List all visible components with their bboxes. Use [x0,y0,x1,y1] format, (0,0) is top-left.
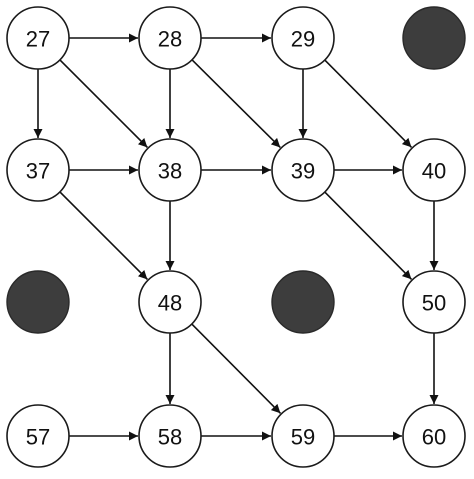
edge-37-to-48 [59,191,148,280]
node-label: 40 [422,159,446,184]
node-57: 57 [6,404,70,468]
node-50: 50 [402,270,466,334]
node-circle [6,6,70,70]
node-circle [138,404,202,468]
node-38: 38 [138,138,202,202]
node-29: 29 [271,6,335,70]
node-48: 48 [138,270,202,334]
edge-28-to-39 [191,59,281,149]
node-label: 28 [158,27,182,52]
edge-48-to-59 [191,323,282,414]
node-label: 38 [158,159,182,184]
node-circle [6,404,70,468]
node-label: 39 [291,159,315,184]
node-58: 58 [138,404,202,468]
edges-layer [33,33,439,441]
node-circle [402,404,466,468]
edge-29-to-40 [324,59,413,148]
blocked-cell [271,270,335,334]
node-label: 59 [291,425,315,450]
node-circle [138,270,202,334]
node-circle [402,270,466,334]
node-label: 50 [422,291,446,316]
blocked-cell [6,270,70,334]
blocked-cells-layer [6,6,466,334]
node-circle [271,138,335,202]
edge-39-to-50 [324,191,413,280]
node-40: 40 [402,138,466,202]
node-label: 29 [291,27,315,52]
node-label: 57 [26,425,50,450]
blocked-cell [402,6,466,70]
node-circle [271,6,335,70]
node-label: 58 [158,425,182,450]
node-circle [402,138,466,202]
node-27: 27 [6,6,70,70]
node-circle [138,138,202,202]
node-label: 60 [422,425,446,450]
node-label: 48 [158,291,182,316]
node-label: 27 [26,27,50,52]
node-circle [138,6,202,70]
node-59: 59 [271,404,335,468]
node-28: 28 [138,6,202,70]
node-circle [6,138,70,202]
node-label: 37 [26,159,50,184]
node-39: 39 [271,138,335,202]
nodes-layer: 27 28 29 37 38 39 40 48 50 57 58 59 60 [6,6,466,468]
edge-27-to-38 [59,59,148,148]
node-60: 60 [402,404,466,468]
node-circle [271,404,335,468]
node-37: 37 [6,138,70,202]
